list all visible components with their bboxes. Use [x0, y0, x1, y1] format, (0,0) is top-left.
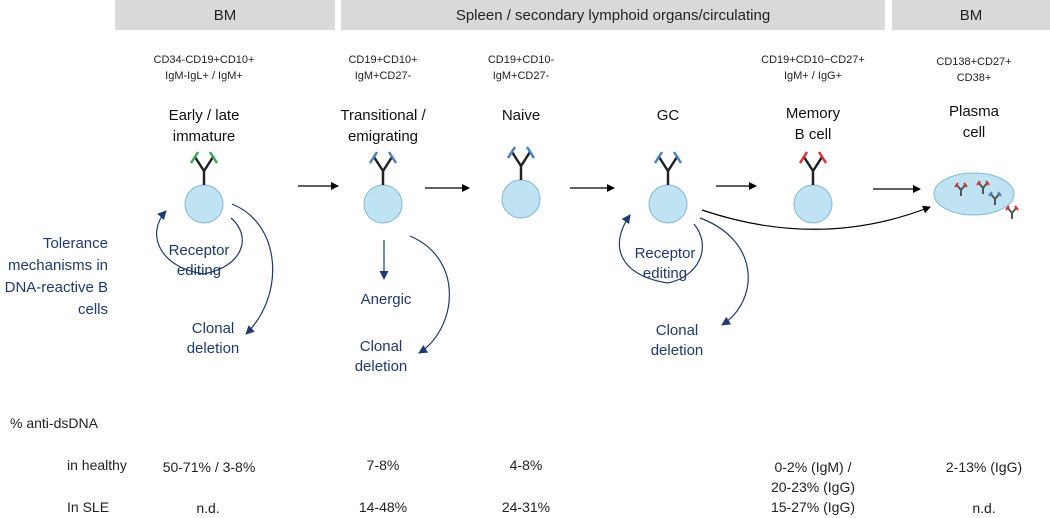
markers-early-line1: CD34-CD19+CD10+ [153, 54, 255, 66]
stage-transitional-line2: emigrating [347, 128, 419, 145]
markers-early: CD34-CD19+CD10+ IgM-IgL+ / IgM+ [134, 52, 274, 84]
healthy-memory-line1: 0-2% (IgM) / [774, 459, 852, 475]
receptor-transitional [368, 151, 398, 185]
markers-early-line2: IgM-IgL+ / IgM+ [165, 70, 243, 82]
row-label-anti-dsdna: % anti-dsDNA [10, 415, 98, 431]
mech-early-editing: Receptor editing [159, 241, 239, 281]
stage-transitional: Transitional / emigrating [318, 105, 448, 147]
cell-transitional [363, 184, 403, 224]
mech-transitional-anergic: Anergic [346, 290, 426, 310]
healthy-early: 50-71% / 3-8% [162, 459, 256, 475]
markers-memory-line2: IgM+ / IgG+ [783, 70, 843, 82]
cell-naive [501, 179, 541, 219]
stage-early-line1: Early / late [168, 107, 240, 124]
mech-early-deletion: Clonal deletion [173, 319, 253, 359]
mech-early-deletion-line1: Clonal [191, 320, 235, 337]
sle-naive: 24-31% [501, 499, 551, 515]
mech-transitional-deletion-line2: deletion [354, 358, 408, 375]
mech-gc-editing-line2: editing [642, 265, 688, 282]
mech-early-editing-line1: Receptor [168, 242, 230, 259]
markers-transitional: CD19+CD10+ IgM+CD27- [323, 52, 443, 84]
sle-memory: 15-27% (IgG) [770, 499, 856, 515]
markers-memory-line1: CD19+CD10−CD27+ [761, 54, 865, 66]
mech-gc-editing-line1: Receptor [634, 245, 696, 262]
tolerance-label: Tolerance mechanisms in DNA-reactive B c… [4, 235, 108, 318]
markers-naive-line2: IgM+CD27- [492, 70, 550, 82]
arrow-gc-to-plasma [701, 205, 931, 230]
sle-plasma: n.d. [972, 500, 996, 516]
mech-transitional-deletion-line1: Clonal [359, 338, 403, 355]
markers-naive-line1: CD19+CD10- [487, 54, 555, 66]
cell-gc [648, 184, 688, 224]
stage-plasma-line2: cell [962, 124, 986, 141]
stage-memory: Memory B cell [758, 103, 868, 145]
healthy-memory: 0-2% (IgM) / 20-23% (IgG) [743, 457, 883, 497]
stage-gc: GC [618, 105, 718, 126]
mech-gc-deletion-line1: Clonal [655, 322, 699, 339]
markers-plasma-line2: CD38+ [956, 72, 992, 84]
mech-gc-deletion-line2: deletion [650, 342, 704, 359]
arrow-early-editing-loop-top [203, 217, 243, 275]
healthy-naive: 4-8% [509, 457, 543, 473]
stage-plasma: Plasma cell [924, 101, 1024, 143]
arrow-early-editing-loop [156, 210, 205, 275]
mech-transitional-anergic-label: Anergic [360, 291, 412, 308]
receptor-early [189, 151, 219, 185]
stage-transitional-line1: Transitional / [340, 107, 426, 124]
stage-plasma-line1: Plasma [948, 103, 1000, 120]
stage-naive-label: Naive [501, 107, 541, 124]
sle-transitional: 14-48% [358, 499, 408, 515]
healthy-plasma: 2-13% (IgG) [945, 459, 1023, 475]
arrow-gc-deletion [699, 217, 749, 326]
header-spleen-label: Spleen / secondary lymphoid organs/circu… [455, 6, 771, 24]
row-label-healthy: in healthy [67, 457, 127, 473]
header-bm-left-label: BM [213, 6, 237, 24]
cell-early [184, 184, 224, 224]
row-label-sle: In SLE [67, 499, 110, 515]
mech-transitional-deletion: Clonal deletion [341, 337, 421, 377]
stage-gc-label: GC [656, 107, 680, 124]
receptor-memory [798, 151, 828, 185]
markers-transitional-line2: IgM+CD27- [354, 70, 412, 82]
secreted-antibodies [954, 180, 1019, 219]
mech-early-editing-line2: editing [176, 262, 222, 279]
header-bm-right: BM [892, 0, 1050, 30]
markers-transitional-line1: CD19+CD10+ [348, 54, 418, 66]
markers-plasma-line1: CD138+CD27+ [936, 56, 1012, 68]
cell-memory [793, 184, 833, 224]
arrow-transitional-deletion [409, 235, 450, 354]
arrow-gc-editing-loop-top [667, 223, 703, 284]
healthy-memory-line2: 20-23% (IgG) [770, 479, 856, 495]
receptor-gc [653, 151, 683, 185]
receptor-naive [506, 146, 536, 180]
markers-memory: CD19+CD10−CD27+ IgM+ / IgG+ [738, 52, 888, 84]
arrow-gc-editing-loop [618, 214, 669, 284]
header-bm-right-label: BM [959, 6, 983, 24]
stage-early-line2: immature [172, 128, 236, 145]
stage-memory-line2: B cell [794, 126, 832, 143]
stage-naive: Naive [471, 105, 571, 126]
markers-naive: CD19+CD10- IgM+CD27- [461, 52, 581, 84]
healthy-transitional: 7-8% [366, 457, 400, 473]
stage-early: Early / late immature [139, 105, 269, 147]
header-bm-left: BM [115, 0, 335, 30]
arrow-early-deletion [231, 203, 274, 335]
stage-memory-line1: Memory [785, 105, 841, 122]
cell-plasma [933, 172, 1015, 216]
mech-gc-deletion: Clonal deletion [637, 321, 717, 361]
mech-early-deletion-line2: deletion [186, 340, 240, 357]
mech-gc-editing: Receptor editing [625, 244, 705, 284]
markers-plasma: CD138+CD27+ CD38+ [914, 54, 1034, 86]
sle-early: n.d. [196, 500, 220, 516]
header-spleen: Spleen / secondary lymphoid organs/circu… [341, 0, 885, 30]
